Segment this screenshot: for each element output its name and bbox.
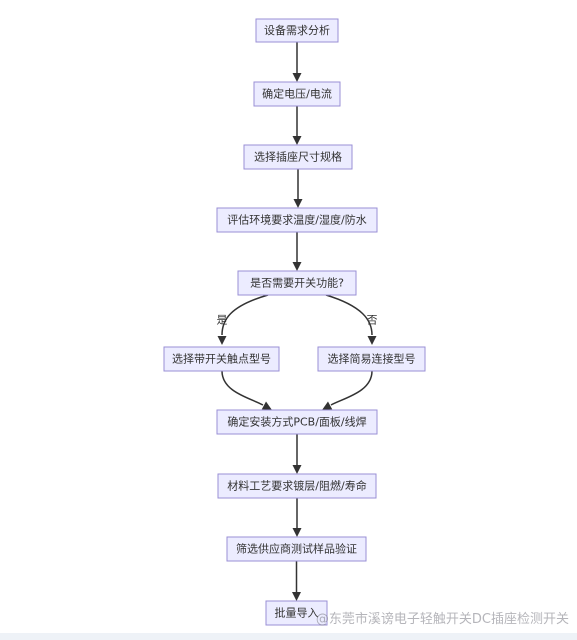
node-label: 设备需求分析 [264, 23, 330, 37]
edge-n3-n4 [293, 169, 303, 208]
node-label: 选择带开关触点型号 [172, 352, 271, 366]
edge-n5-n7: 否 [325, 294, 378, 345]
edge-n6-n8 [221, 370, 272, 410]
node-label: 选择简易连接型号 [328, 352, 416, 366]
node-n2: 确定电压/电流 [253, 81, 341, 107]
node-n4: 评估环境要求温度/湿度/防水 [216, 207, 378, 233]
arrowhead [292, 73, 302, 82]
edge-n5-n6: 是 [217, 294, 269, 345]
node-box [217, 473, 377, 499]
edge-n7-n8 [322, 370, 373, 410]
node-box [317, 346, 426, 372]
node-box [255, 18, 339, 43]
edge-line [325, 294, 373, 336]
watermark-text: @东莞市溪谤电子轻触开关DC插座检测开关 [315, 612, 569, 627]
arrowhead [217, 336, 227, 345]
node-n9: 材料工艺要求镀层/阻燃/寿命 [217, 473, 377, 499]
node-box [226, 536, 367, 562]
arrowhead [292, 592, 301, 601]
node-box [216, 409, 378, 435]
edge-line [221, 370, 264, 406]
node-label: 筛选供应商测试样品验证 [236, 542, 357, 556]
arrowhead [292, 136, 302, 145]
edge-n2-n3 [292, 106, 302, 145]
arrowhead [261, 401, 272, 410]
arrowhead [292, 465, 302, 474]
edges-layer: 是否 [217, 42, 378, 601]
node-label: 评估环境要求温度/湿度/防水 [227, 213, 366, 227]
edge-n8-n9 [292, 434, 302, 474]
node-n8: 确定安装方式PCB/面板/线焊 [216, 409, 378, 435]
node-box [237, 270, 357, 296]
node-n10: 筛选供应商测试样品验证 [226, 536, 367, 562]
edge-n9-n10 [292, 498, 302, 537]
node-n11: 批量导入 [265, 600, 328, 626]
edge-n1-n2 [292, 42, 302, 82]
node-n1: 设备需求分析 [255, 18, 339, 43]
bottom-strip [0, 633, 577, 640]
node-box [243, 144, 353, 170]
node-n3: 选择插座尺寸规格 [243, 144, 353, 170]
node-n5: 是否需要开关功能? [237, 270, 357, 296]
node-n6: 选择带开关触点型号 [163, 346, 280, 372]
edge-line [330, 370, 373, 406]
node-box [216, 207, 378, 233]
node-box [163, 346, 280, 372]
node-label: 批量导入 [275, 606, 319, 620]
nodes-layer: 设备需求分析确定电压/电流选择插座尺寸规格评估环境要求温度/湿度/防水是否需要开… [163, 18, 426, 626]
arrowhead [322, 401, 333, 410]
edge-n4-n5 [292, 232, 302, 271]
node-box [253, 81, 341, 107]
node-label: 材料工艺要求镀层/阻燃/寿命 [227, 479, 366, 493]
edge-label: 是 [217, 314, 228, 327]
node-label: 选择插座尺寸规格 [254, 150, 342, 164]
node-label: 确定安装方式PCB/面板/线焊 [227, 415, 366, 429]
edge-label: 否 [367, 314, 378, 327]
arrowhead [292, 262, 302, 271]
arrowhead [293, 199, 303, 208]
arrowhead [367, 336, 377, 345]
node-label: 是否需要开关功能? [250, 276, 344, 290]
arrowhead [292, 528, 302, 537]
node-box [265, 600, 328, 626]
edge-n10-n11 [292, 561, 301, 601]
edge-line [221, 294, 269, 336]
node-n7: 选择简易连接型号 [317, 346, 426, 372]
node-label: 确定电压/电流 [262, 87, 332, 101]
